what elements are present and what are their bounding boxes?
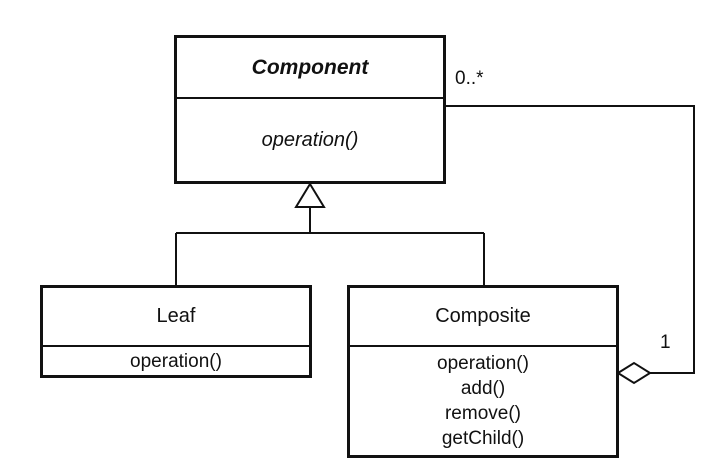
leaf-name-compartment: Leaf	[43, 288, 309, 345]
composite-class: Composite operation() add() remove() get…	[347, 285, 619, 458]
leaf-operations-compartment: operation()	[43, 345, 309, 375]
aggregation-line	[446, 105, 695, 374]
component-name-compartment: Component	[177, 38, 443, 97]
aggregation-diamond	[616, 361, 652, 385]
leaf-class-name: Leaf	[156, 305, 196, 327]
composite-class-name: Composite	[435, 305, 531, 327]
composite-operations-compartment: operation() add() remove() getChild()	[350, 345, 616, 455]
composite-name-compartment: Composite	[350, 288, 616, 345]
composite-operation-remove: remove()	[444, 403, 521, 424]
multiplicity-component-end: 0..*	[455, 68, 484, 89]
leaf-class: Leaf operation()	[40, 285, 312, 378]
component-class-name: Component	[251, 55, 369, 79]
composite-operation-operation: operation()	[437, 353, 529, 374]
leaf-operation: operation()	[130, 350, 222, 372]
multiplicity-composite-end: 1	[660, 332, 671, 353]
composite-operation-add: add()	[460, 378, 506, 399]
component-class: Component operation()	[174, 35, 446, 184]
component-operations-compartment: operation()	[177, 97, 443, 181]
composite-operation-getchild: getChild()	[441, 428, 525, 449]
component-operation: operation()	[261, 128, 359, 151]
generalization-arrowhead	[294, 182, 326, 208]
